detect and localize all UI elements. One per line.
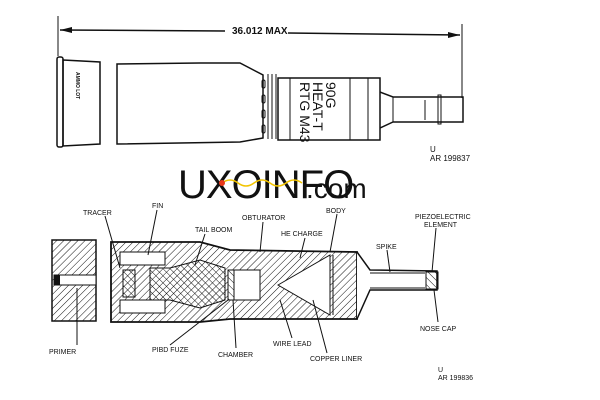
label-piezoelectric: PIEZOELECTRIC [415,214,471,221]
logo-main: UXOINFO [178,163,353,207]
cartridge-case: AMMO LOT [56,56,277,148]
ref-code-u-top: U [430,145,436,154]
ref-code-top: AR 199837 [430,154,471,163]
marking-90g: 90G [323,82,339,108]
ref-code-bottom: AR 199836 [438,375,473,382]
label-element: ELEMENT [424,222,458,229]
label-obturator: OBTURATOR [242,215,285,222]
label-primer: PRIMER [49,349,76,356]
leader-lines [76,209,439,354]
spark-icon [219,180,225,186]
label-fin: FIN [152,203,163,210]
ammo-lot-marking: AMMO LOT [74,72,80,99]
dimension-label: 36.012 MAX [232,26,288,37]
logo-suffix: .com [306,173,367,204]
uxoinfo-logo: UXOINFO .com [178,163,367,207]
label-nose-cap: NOSE CAP [420,326,457,333]
label-he-charge: HE CHARGE [281,231,323,238]
cutaway-primer [51,239,97,322]
label-chamber: CHAMBER [218,352,253,359]
label-tracer: TRACER [83,210,112,217]
projectile-body: 90G HEAT-T RTG M43 [277,77,464,143]
label-wire-lead: WIRE LEAD [273,341,312,348]
label-spike: SPIKE [376,244,397,251]
marking-heat-t: HEAT-T [310,82,326,131]
label-body: BODY [326,208,346,215]
label-tail-boom: TAIL BOOM [195,227,233,234]
label-pibd-fuze: PIBD FUZE [152,347,189,354]
ref-code-u-bottom: U [438,367,443,374]
cutaway-projectile [110,241,439,323]
dimension-line: 36.012 MAX [57,16,463,98]
label-copper-liner: COPPER LINER [310,356,362,363]
marking-rtg-m43: RTG M43 [297,82,313,143]
